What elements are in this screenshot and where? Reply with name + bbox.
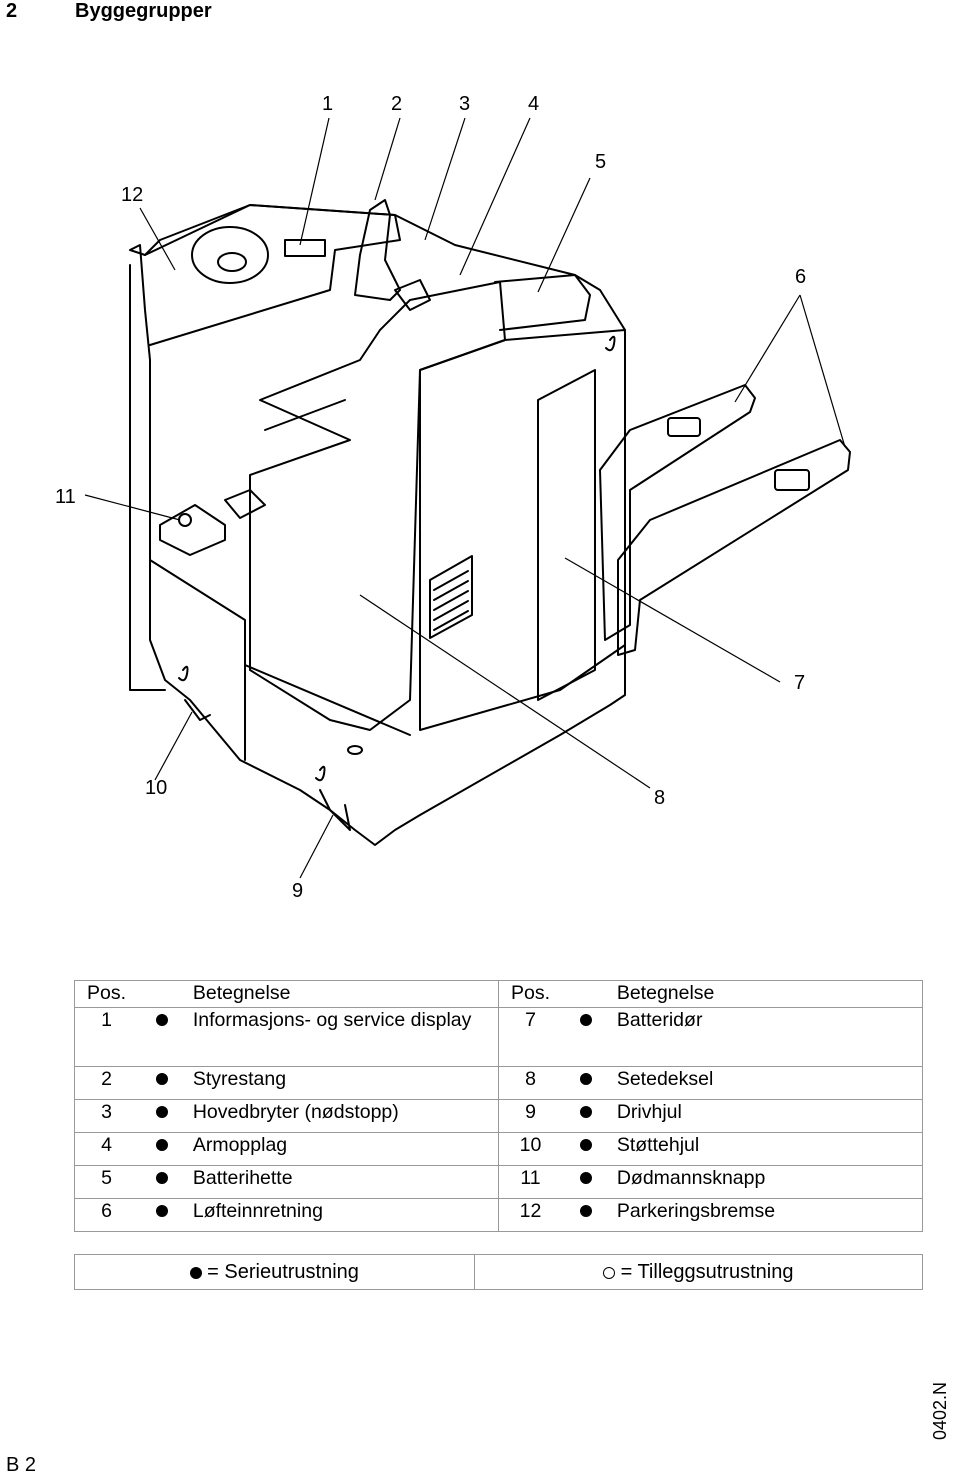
section-number: 2 (6, 0, 18, 22)
callout-1: 1 (322, 93, 334, 115)
callout-3: 3 (459, 93, 471, 115)
support-wheel (184, 699, 211, 721)
callout-9: 9 (292, 880, 304, 902)
part-name: Drivhjul (610, 1099, 923, 1133)
pos-number: 4 (74, 1132, 139, 1166)
header-pos-left: Pos. (74, 980, 139, 1008)
pos-number: 10 (497, 1132, 563, 1166)
standard-equipment-dot (580, 1139, 593, 1151)
pos-number: 9 (497, 1099, 563, 1133)
header-name-left: Betegnelse (186, 980, 499, 1008)
table-row: 1 Informasjons- og service display 7 Bat… (74, 1007, 923, 1067)
header-name-right: Betegnelse (610, 980, 923, 1008)
callout-5: 5 (595, 151, 607, 173)
equipment-legend: = Serieutrustning = Tilleggsutrustning (74, 1254, 923, 1290)
pos-number: 2 (74, 1066, 139, 1100)
callout-4: 4 (528, 93, 540, 115)
vent-grille (429, 555, 473, 639)
page-number: B 2 (6, 1454, 37, 1476)
pallet-truck-drawing (84, 117, 851, 879)
standard-equipment-dot (580, 1073, 593, 1085)
part-name: Styrestang (186, 1066, 499, 1100)
callout-6: 6 (795, 266, 807, 288)
fork-left (599, 384, 756, 641)
section-title: Byggegrupper (75, 0, 212, 22)
part-name: Armopplag (186, 1132, 499, 1166)
table-row: 4 Armopplag 10 Støttehjul (74, 1132, 923, 1166)
callout-11: 11 (55, 486, 76, 508)
pos-number: 5 (74, 1165, 139, 1199)
standard-equipment-dot (580, 1205, 593, 1217)
header-pos-right: Pos. (497, 980, 563, 1008)
part-name: Dødmannsknapp (610, 1165, 923, 1199)
part-name: Parkeringsbremse (610, 1198, 923, 1232)
part-name: Støttehjul (610, 1132, 923, 1166)
standard-equipment-dot (156, 1073, 169, 1085)
part-name: Batteridør (610, 1007, 923, 1067)
seat (249, 281, 506, 731)
filled-dot-icon (189, 1266, 202, 1279)
standard-equipment-dot (156, 1014, 169, 1026)
part-name: Informasjons- og service display (186, 1007, 499, 1067)
legend-standard-label: = Serieutrustning (207, 1260, 359, 1283)
callout-8: 8 (654, 787, 666, 809)
drive-wheel (319, 789, 351, 831)
document-code: 0402.N (930, 1381, 950, 1440)
callout-12: 12 (121, 184, 144, 206)
legend-standard: = Serieutrustning (74, 1254, 475, 1290)
hollow-dot-icon (603, 1266, 616, 1279)
deadman-box (159, 504, 226, 556)
pos-number: 1 (74, 1007, 139, 1067)
pos-number: 6 (74, 1198, 139, 1232)
standard-equipment-dot (580, 1014, 593, 1026)
standard-equipment-dot (580, 1172, 593, 1184)
part-name: Hovedbryter (nødstopp) (186, 1099, 499, 1133)
pos-number: 11 (497, 1165, 563, 1199)
part-name: Løfteinnretning (186, 1198, 499, 1232)
table-row: 6 Løfteinnretning 12 Parkeringsbremse (74, 1198, 923, 1232)
part-name: Batterihette (186, 1165, 499, 1199)
callout-10: 10 (145, 777, 168, 799)
callout-2: 2 (391, 93, 403, 115)
legend-optional-label: = Tilleggsutrustning (620, 1260, 794, 1283)
standard-equipment-dot (580, 1106, 593, 1118)
standard-equipment-dot (156, 1205, 169, 1217)
display-shape (284, 239, 326, 257)
table-header-row: Pos. Betegnelse Pos. Betegnelse (74, 980, 923, 1008)
callout-7: 7 (794, 672, 806, 694)
table-row: 5 Batterihette 11 Dødmannsknapp (74, 1165, 923, 1199)
pos-number: 3 (74, 1099, 139, 1133)
pos-number: 7 (497, 1007, 563, 1067)
legend-optional: = Tilleggsutrustning (473, 1254, 923, 1290)
standard-equipment-dot (156, 1106, 169, 1118)
fork-right (617, 439, 851, 656)
chassis (129, 204, 626, 846)
steering-wheel (191, 226, 269, 284)
parts-table: Pos. Betegnelse Pos. Betegnelse 1 Inform… (74, 980, 923, 1232)
standard-equipment-dot (156, 1172, 169, 1184)
part-name: Setedeksel (610, 1066, 923, 1100)
table-row: 2 Styrestang 8 Setedeksel (74, 1066, 923, 1100)
pos-number: 12 (497, 1198, 563, 1232)
table-row: 3 Hovedbryter (nødstopp) 9 Drivhjul (74, 1099, 923, 1133)
standard-equipment-dot (156, 1139, 169, 1151)
pos-number: 8 (497, 1066, 563, 1100)
battery-door (419, 329, 626, 731)
